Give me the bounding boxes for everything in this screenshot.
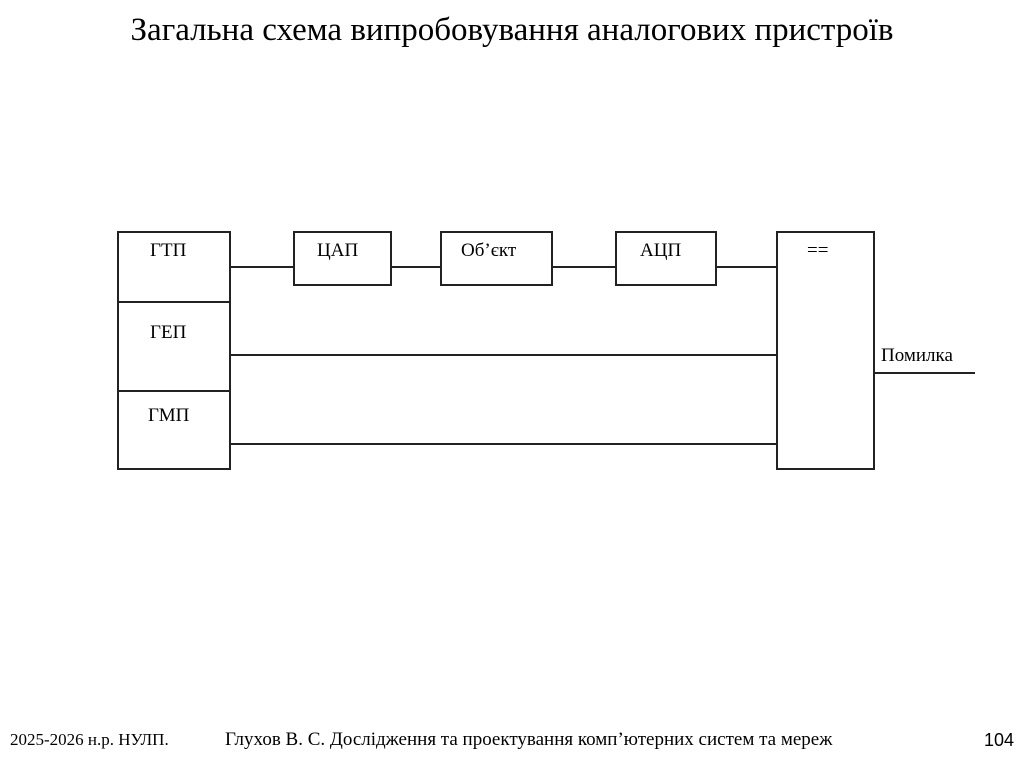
- slide-title: Загальна схема випробовування аналогових…: [130, 12, 894, 48]
- connector: [392, 266, 440, 268]
- comparator-block: [776, 231, 875, 470]
- divider: [117, 390, 231, 392]
- generator-block: [117, 231, 231, 470]
- gmp-line: [231, 443, 776, 445]
- object-label: Об’єкт: [461, 240, 517, 261]
- object-block: [440, 231, 553, 286]
- adc-block: [615, 231, 717, 286]
- generator-gmp-label: ГМП: [148, 405, 190, 426]
- footer-date: 2025-2026 н.р. НУЛП.: [10, 730, 169, 749]
- gep-line: [231, 354, 776, 356]
- footer-author: Глухов В. С. Дослідження та проектування…: [225, 729, 833, 750]
- output-label: Помилка: [881, 345, 953, 366]
- adc-label: АЦП: [640, 240, 682, 261]
- dac-block: [293, 231, 392, 286]
- generator-gtp-label: ГТП: [150, 240, 187, 261]
- divider: [117, 301, 231, 303]
- page-number: 104: [984, 730, 1015, 750]
- connector: [717, 266, 776, 268]
- comparator-label: ==: [807, 240, 829, 261]
- output-line: [875, 372, 975, 374]
- connector: [231, 266, 293, 268]
- dac-label: ЦАП: [317, 240, 359, 261]
- connector: [553, 266, 615, 268]
- generator-gep-label: ГЕП: [150, 322, 187, 343]
